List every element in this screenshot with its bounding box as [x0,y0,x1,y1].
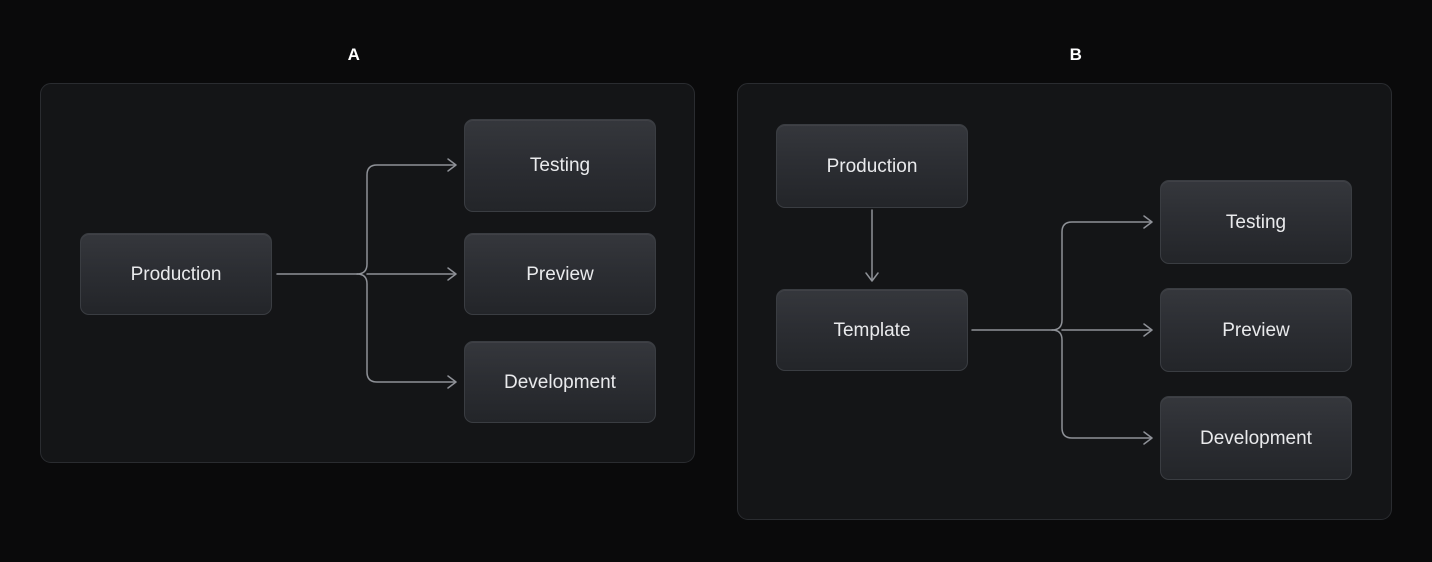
node-b-template[interactable]: Template [776,289,968,371]
node-b-preview[interactable]: Preview [1160,288,1352,372]
node-label: Development [1200,427,1312,449]
node-b-development[interactable]: Development [1160,396,1352,480]
node-a-preview[interactable]: Preview [464,233,656,315]
panel-label-b: B [1069,45,1083,64]
node-a-testing[interactable]: Testing [464,119,656,212]
node-label: Preview [526,263,594,285]
panel-label-a: A [347,45,361,64]
node-label: Template [833,319,911,341]
node-label: Preview [1222,319,1290,341]
node-a-development[interactable]: Development [464,341,656,423]
node-label: Production [130,263,222,285]
node-b-production[interactable]: Production [776,124,968,208]
node-b-testing[interactable]: Testing [1160,180,1352,264]
node-label: Testing [529,155,591,176]
node-a-production[interactable]: Production [80,233,272,315]
node-label: Production [826,155,918,177]
node-label: Testing [1225,211,1287,233]
node-label: Development [504,371,616,393]
